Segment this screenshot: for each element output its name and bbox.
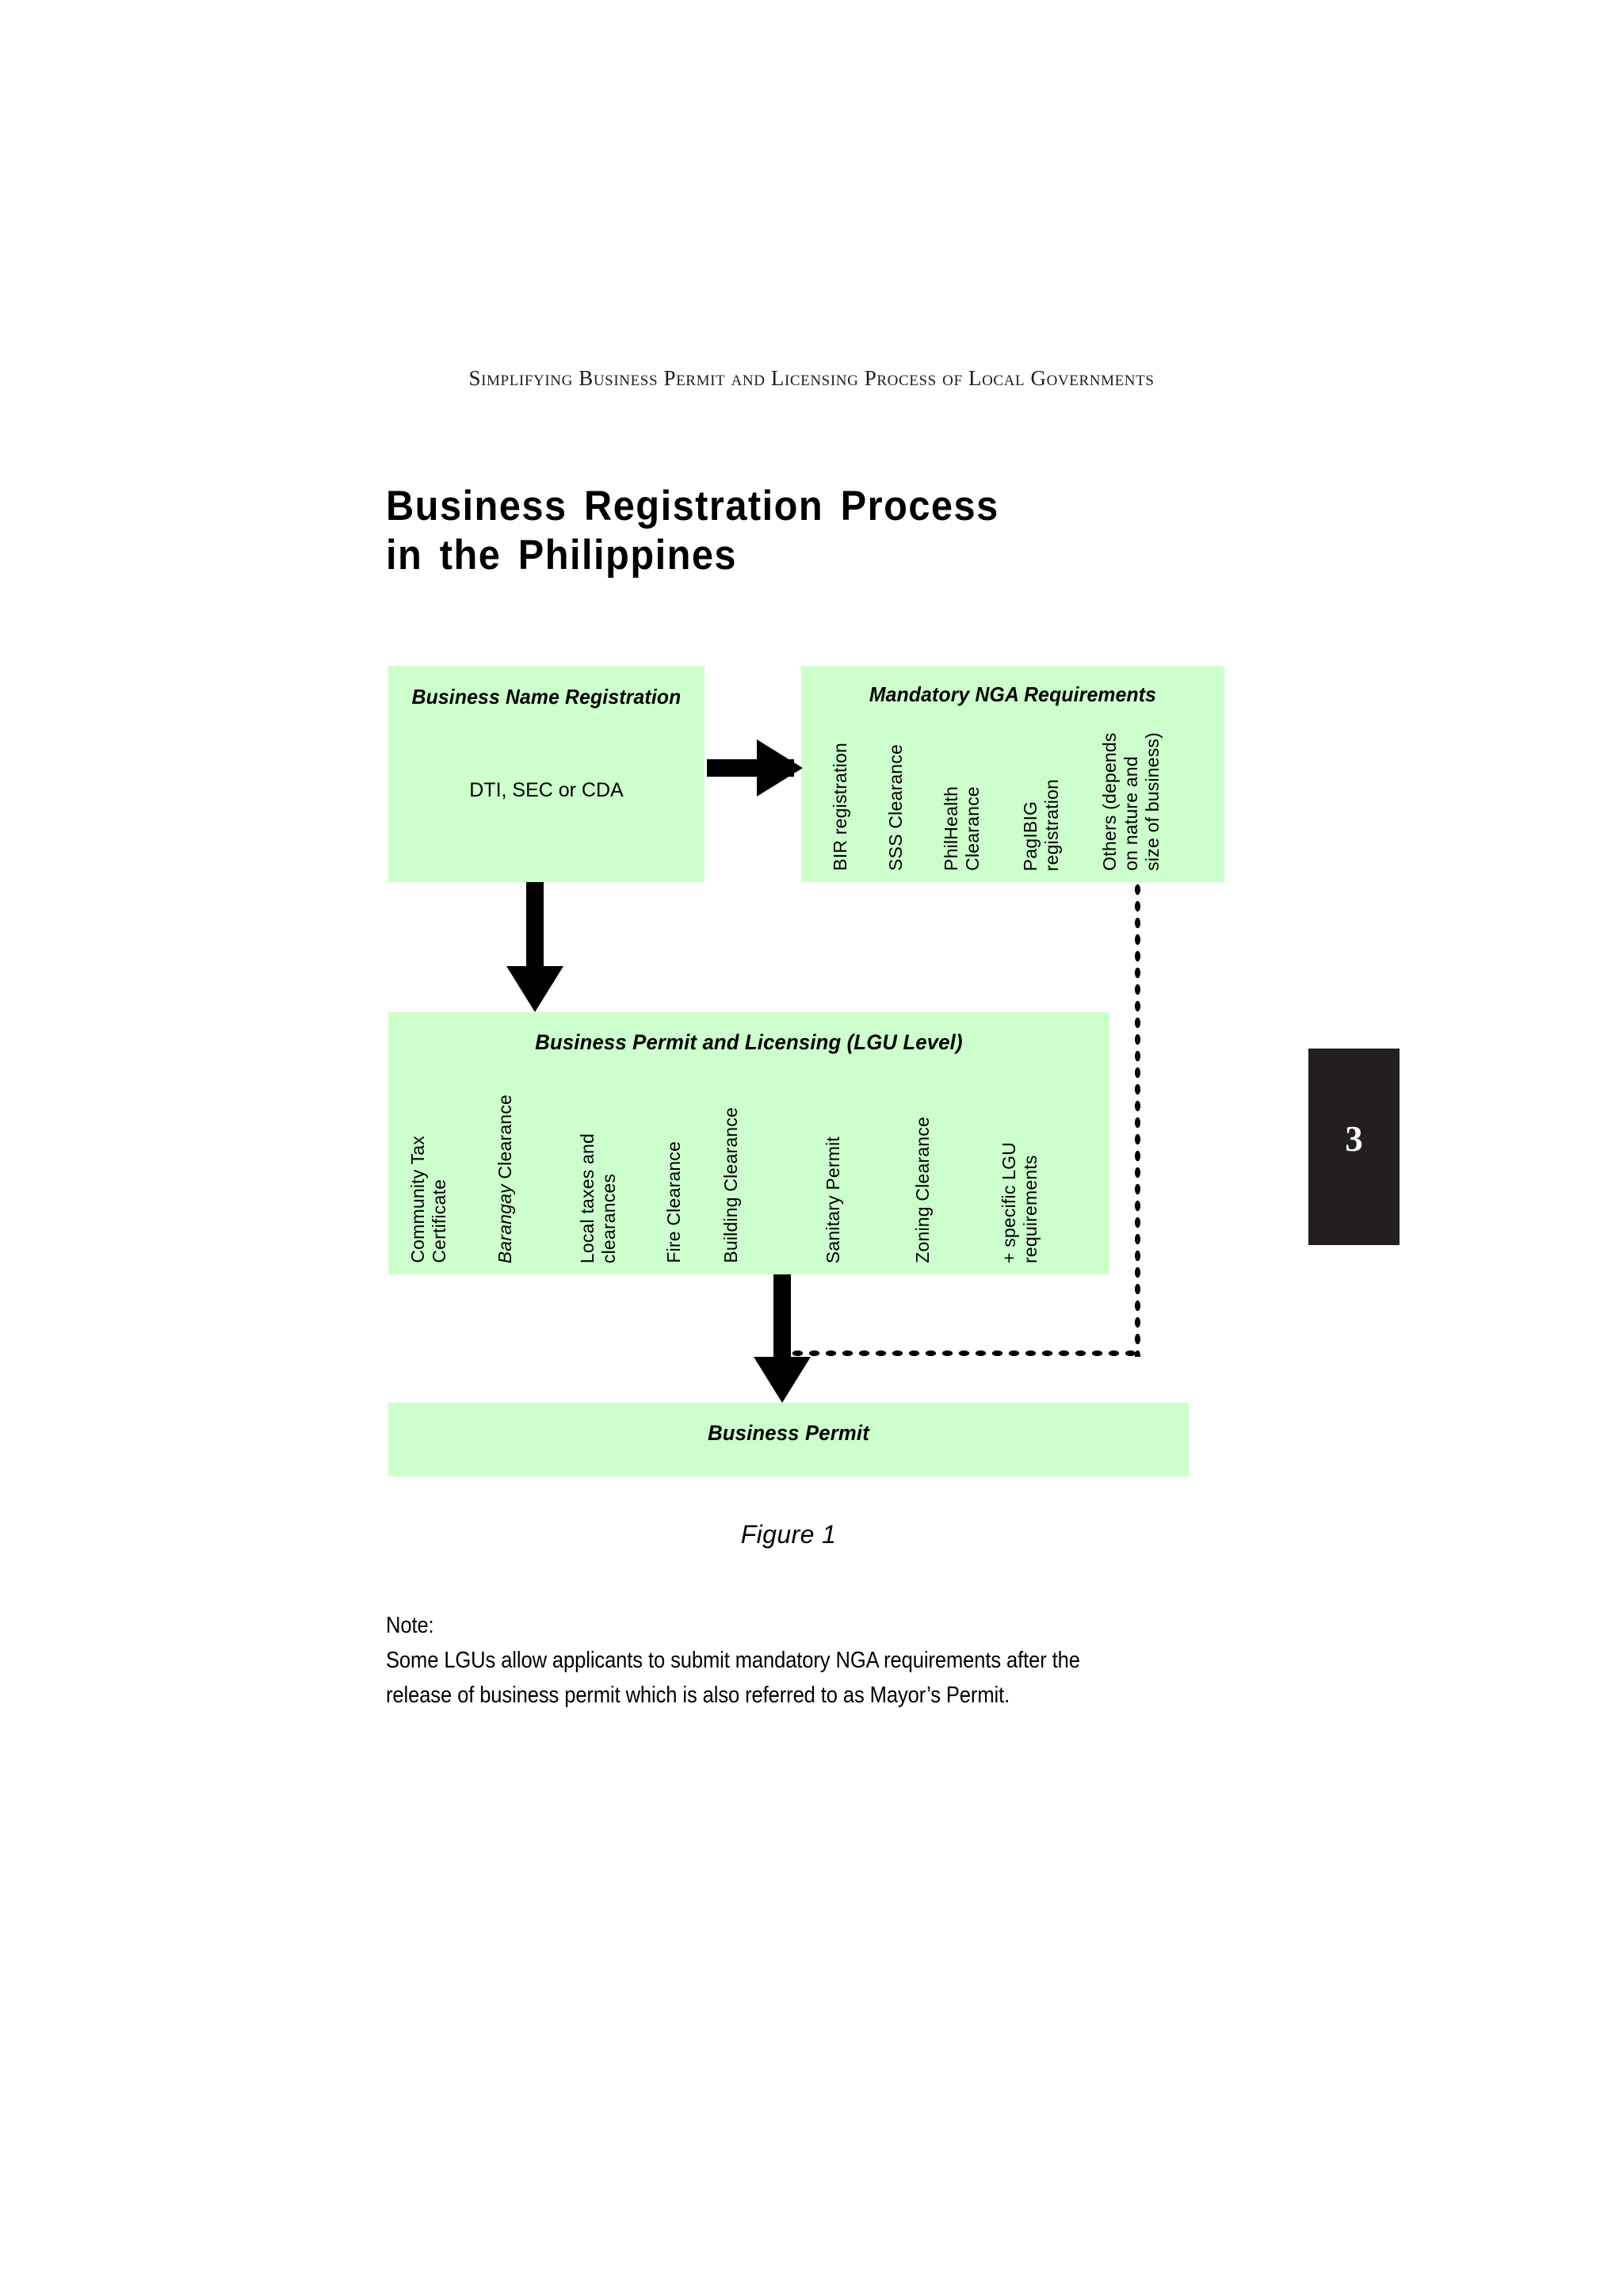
- figure-caption: Figure 1: [740, 1520, 837, 1549]
- lgu-item-specific-lgu-requirements: + specific LGU requirements: [999, 1142, 1041, 1263]
- arrow-head-name-to-lgu: [506, 966, 563, 1012]
- nga-item-philhealth-clearance: PhilHealth Clearance: [941, 786, 983, 871]
- arrow-shaft-lgu-to-permit: [773, 1274, 791, 1362]
- lgu-item-building-clearance: Building Clearance: [720, 1107, 741, 1263]
- lgu-item-fire-clearance: Fire Clearance: [663, 1141, 684, 1263]
- box-mandatory-nga-requirements: Mandatory NGA Requirements BIR registrat…: [801, 666, 1224, 882]
- lgu-item-community-tax-certificate: Community Tax Certificate: [407, 1136, 449, 1263]
- note-body: Some LGUs allow applicants to submit man…: [386, 1648, 1080, 1708]
- box-business-permit-and-licensing-lgu: Business Permit and Licensing (LGU Level…: [388, 1012, 1109, 1274]
- box-business-name-registration: Business Name Registration DTI, SEC or C…: [388, 666, 705, 882]
- arrow-head-lgu-to-permit: [754, 1357, 811, 1403]
- note-label: Note:: [386, 1613, 434, 1638]
- page-title: Business Registration Process in the Phi…: [386, 482, 999, 579]
- lgu-item-barangay-clearance-italic-prefix: Barangay: [495, 1183, 515, 1263]
- lgu-item-barangay-clearance-suffix: Clearance: [495, 1094, 515, 1184]
- lgu-item-sanitary-permit: Sanitary Permit: [823, 1136, 843, 1263]
- dotted-connector-vertical-nga-to-permit: [1133, 881, 1142, 1357]
- box-title-business-permit: Business Permit: [708, 1421, 869, 1445]
- lgu-item-zoning-clearance: Zoning Clearance: [912, 1117, 933, 1263]
- box-business-permit: Business Permit: [388, 1403, 1189, 1477]
- note-block: Note: Some LGUs allow applicants to subm…: [386, 1608, 1139, 1713]
- lgu-item-barangay-clearance: Barangay Clearance: [495, 1095, 516, 1263]
- lgu-item-local-taxes-and-clearances: Local taxes and clearances: [577, 1133, 619, 1263]
- nga-item-bir-registration: BIR registration: [830, 743, 850, 871]
- running-head: Simplifying Business Permit and Licensin…: [468, 366, 1155, 390]
- arrow-head-name-to-nga: [757, 739, 803, 797]
- page-number-tab: 3: [1308, 1049, 1400, 1245]
- box-title-mandatory-nga-requirements: Mandatory NGA Requirements: [869, 682, 1157, 706]
- arrow-shaft-name-to-lgu: [526, 882, 544, 969]
- nga-item-others: Others (depends on nature and size of bu…: [1099, 732, 1163, 871]
- box-title-business-permit-and-licensing-lgu: Business Permit and Licensing (LGU Level…: [535, 1030, 963, 1054]
- box-title-business-name-registration: Business Name Registration: [411, 685, 682, 709]
- page-number: 3: [1345, 1119, 1363, 1159]
- nga-item-sss-clearance: SSS Clearance: [885, 744, 906, 871]
- dotted-connector-horizontal-nga-to-permit: [789, 1349, 1138, 1358]
- box-subtext-agencies: DTI, SEC or CDA: [469, 779, 624, 801]
- nga-item-pagibig-registration: PagIBIG registration: [1020, 778, 1062, 871]
